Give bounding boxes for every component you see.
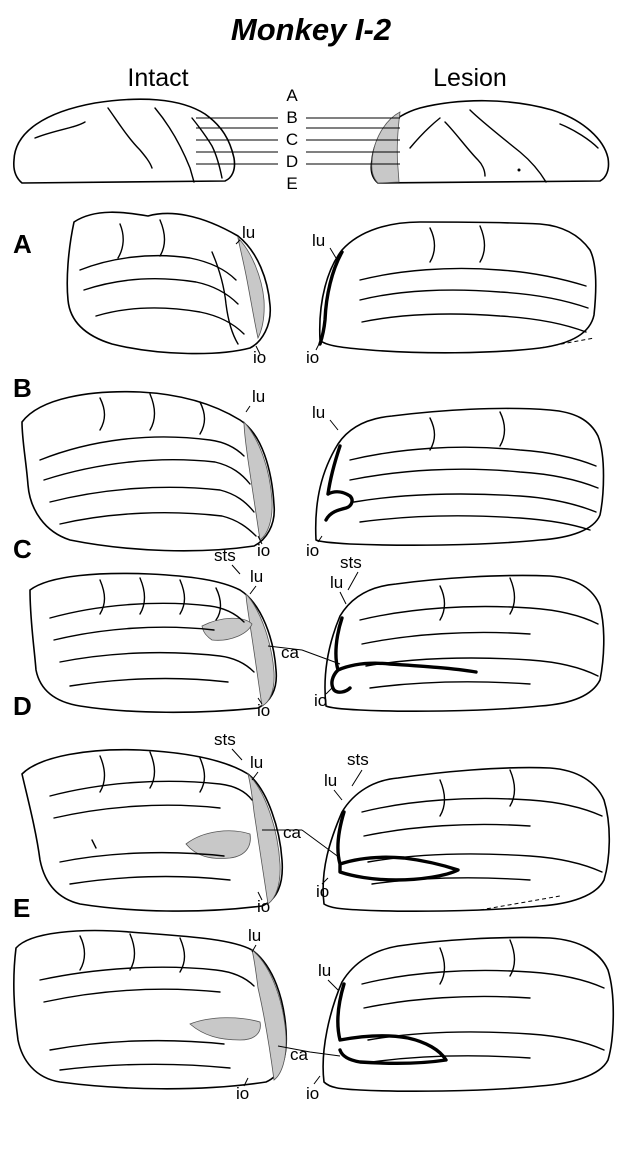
label-c-right-io: io bbox=[314, 691, 327, 710]
panel-letter-d: D bbox=[13, 691, 32, 721]
label-c-left-sts: sts bbox=[214, 546, 236, 565]
section-b-intact bbox=[22, 392, 274, 551]
cut-letter-d: D bbox=[286, 152, 298, 171]
label-e-right-lu: lu bbox=[318, 961, 331, 980]
section-e-lesion bbox=[323, 937, 613, 1091]
cut-letter-b: B bbox=[286, 108, 297, 127]
panel-letter-a: A bbox=[13, 229, 32, 259]
label-d-left-lu: lu bbox=[250, 753, 263, 772]
figure-title: Monkey I-2 bbox=[231, 12, 391, 47]
label-e-center-ca: ca bbox=[290, 1045, 309, 1064]
label-a-left-lu: lu bbox=[242, 223, 255, 242]
lesion-shaded-region bbox=[372, 112, 400, 183]
label-d-right-sts: sts bbox=[347, 750, 369, 769]
label-d-right-lu: lu bbox=[324, 771, 337, 790]
label-b-left-lu: lu bbox=[252, 387, 265, 406]
panel-letter-c: C bbox=[13, 534, 32, 564]
section-d-intact bbox=[22, 750, 282, 911]
panel-letter-e: E bbox=[13, 893, 30, 923]
label-a-right-io: io bbox=[306, 348, 319, 367]
label-c-left-io: io bbox=[257, 701, 270, 720]
label-c-right-sts: sts bbox=[340, 553, 362, 572]
section-c-intact bbox=[30, 573, 276, 712]
label-d-right-io: io bbox=[316, 882, 329, 901]
label-b-right-lu: lu bbox=[312, 403, 325, 422]
section-a-intact bbox=[67, 212, 270, 353]
label-d-left-sts: sts bbox=[214, 730, 236, 749]
cut-letter-e: E bbox=[286, 174, 297, 193]
section-d-lesion bbox=[323, 768, 609, 912]
header-lesion: Lesion bbox=[433, 64, 507, 92]
label-b-left-io: io bbox=[257, 541, 270, 560]
lesion-brain-lateral-view bbox=[371, 101, 608, 183]
label-c-right-lu: lu bbox=[330, 573, 343, 592]
label-e-left-lu: lu bbox=[248, 926, 261, 945]
label-c-center-ca: ca bbox=[281, 643, 300, 662]
section-b-lesion bbox=[316, 408, 604, 545]
section-a-lesion bbox=[320, 222, 596, 353]
intact-brain-lateral-view bbox=[14, 99, 235, 183]
label-e-right-io: io bbox=[306, 1084, 319, 1103]
header-intact: Intact bbox=[127, 64, 188, 92]
cut-letter-a: A bbox=[286, 86, 298, 105]
section-e-intact bbox=[14, 931, 286, 1089]
label-e-left-io: io bbox=[236, 1084, 249, 1103]
label-d-center-ca: ca bbox=[283, 823, 302, 842]
label-a-left-io: io bbox=[253, 348, 266, 367]
label-d-left-io: io bbox=[257, 897, 270, 916]
cut-letter-c: C bbox=[286, 130, 298, 149]
section-c-lesion bbox=[325, 575, 604, 711]
panel-letter-b: B bbox=[13, 373, 32, 403]
label-b-right-io: io bbox=[306, 541, 319, 560]
label-a-right-lu: lu bbox=[312, 231, 325, 250]
label-c-left-lu: lu bbox=[250, 567, 263, 586]
